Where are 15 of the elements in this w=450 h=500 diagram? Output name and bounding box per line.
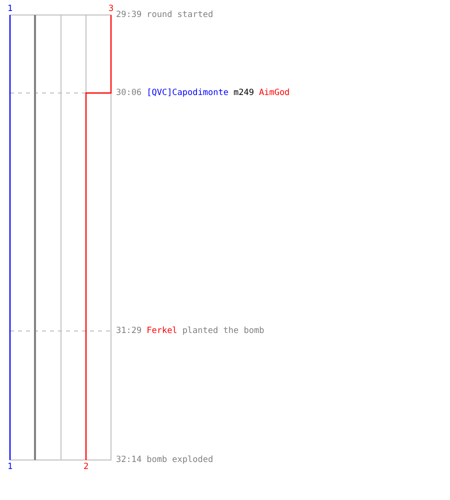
timestamp: 32:14 — [116, 455, 142, 465]
event-text: bomb exploded — [146, 455, 214, 465]
timestamp: 30:06 — [116, 88, 142, 98]
player-name: Ferkel — [146, 326, 178, 336]
count-label: 1 — [7, 462, 13, 472]
player-name: AimGod — [258, 88, 290, 98]
event-text: round started — [146, 10, 214, 20]
weapon-name: m249 — [233, 88, 254, 98]
event-text: planted the bomb — [182, 326, 264, 336]
timestamp: 29:39 — [116, 10, 142, 20]
count-label: 2 — [83, 462, 89, 472]
count-label: 3 — [108, 4, 114, 14]
player-name: [QVC]Capodimonte — [146, 88, 228, 98]
count-label: 1 — [7, 4, 13, 14]
timestamp: 31:29 — [116, 326, 142, 336]
